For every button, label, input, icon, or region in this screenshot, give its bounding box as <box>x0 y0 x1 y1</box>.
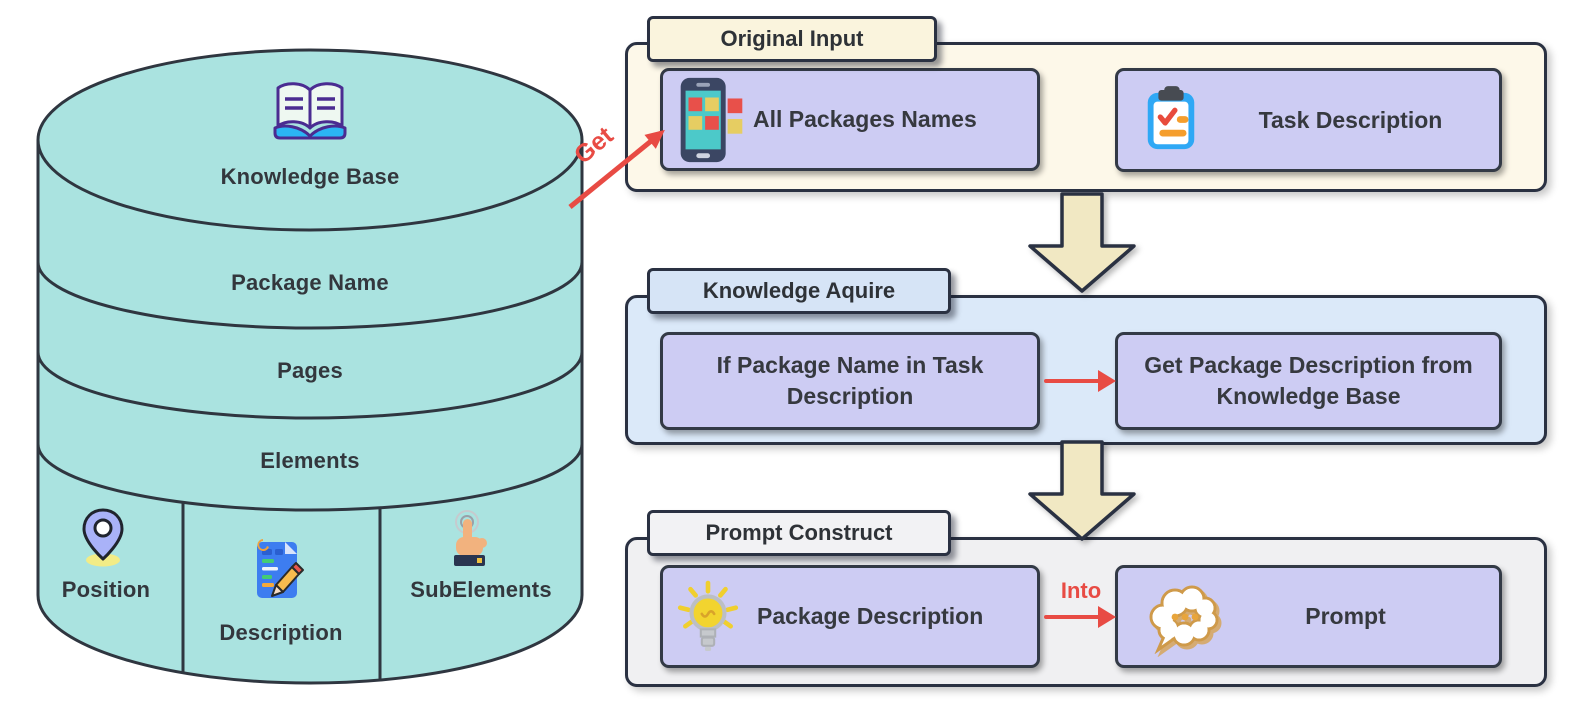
box-prompt-label: Prompt <box>1305 603 1386 629</box>
knowledge-base-cylinder <box>36 48 584 685</box>
panel-prompt-construct-header: Prompt Construct <box>647 510 951 556</box>
knowledge-aquire-arrow <box>1044 370 1116 392</box>
box-prompt: Prompt <box>1115 565 1502 668</box>
get-arrow: Get <box>568 121 665 209</box>
get-arrow-label: Get <box>569 121 619 170</box>
down-arrow-icon <box>1028 440 1136 541</box>
box-if-package-name-label: If Package Name in Task Description <box>716 351 984 409</box>
layer-elements: Elements <box>260 448 360 473</box>
cell-subelements-label: SubElements <box>410 577 552 602</box>
box-if-package-name: If Package Name in Task Description <box>660 332 1040 430</box>
layer-pages: Pages <box>277 358 343 383</box>
lightbulb-icon <box>673 577 743 657</box>
box-get-package-description-label: Get Package Description from Knowledge B… <box>1144 351 1473 409</box>
box-package-description: Package Description <box>660 565 1040 668</box>
box-package-description-label: Package Description <box>757 603 984 629</box>
knowledge-base-title: Knowledge Base <box>220 164 400 189</box>
clipboard-checklist-icon <box>1140 84 1202 156</box>
down-arrow-icon <box>1028 192 1136 293</box>
document-pencil-icon <box>257 539 304 598</box>
location-pin-icon <box>82 508 124 567</box>
tap-hand-icon <box>454 510 487 566</box>
panel-original-input-header: Original Input <box>647 16 937 62</box>
panel-prompt-construct-title: Prompt Construct <box>705 520 893 545</box>
into-arrow-label: Into <box>1060 578 1102 603</box>
panel-original-input-title: Original Input <box>720 26 864 51</box>
cell-position-label: Position <box>61 577 151 602</box>
into-arrow <box>1044 606 1116 628</box>
box-all-packages-names: All Packages Names <box>660 68 1040 171</box>
box-get-package-description: Get Package Description from Knowledge B… <box>1115 332 1502 430</box>
panel-knowledge-aquire-title: Knowledge Aquire <box>702 278 896 303</box>
cell-description-label: Description <box>219 620 343 645</box>
box-task-description-label: Task Description <box>1258 106 1443 133</box>
thought-bubble-icon <box>1142 580 1222 654</box>
layer-package-name: Package Name <box>231 270 389 295</box>
box-task-description: Task Description <box>1115 68 1502 172</box>
smartphone-apps-icon <box>675 75 747 165</box>
box-all-packages-names-label: All Packages Names <box>753 106 977 132</box>
open-book-icon <box>273 82 347 140</box>
panel-knowledge-aquire-header: Knowledge Aquire <box>647 268 951 314</box>
